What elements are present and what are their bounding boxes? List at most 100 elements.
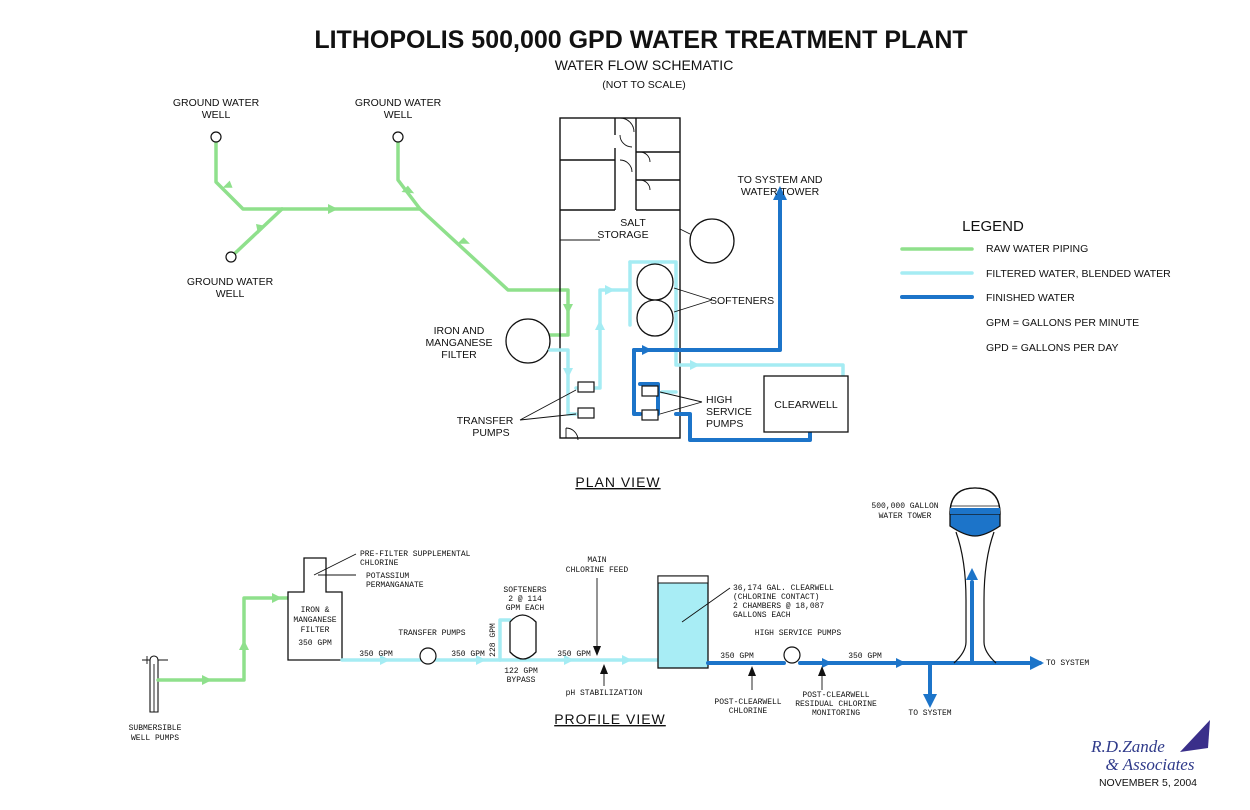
- well-2-icon: [392, 131, 404, 143]
- salt-label-2: STORAGE: [597, 229, 648, 241]
- company-name-line1: R.D.Zande: [1090, 737, 1165, 756]
- iron-filter-label-4: 350 GPM: [298, 639, 332, 648]
- well-pumps-label-2: WELL PUMPS: [131, 734, 179, 743]
- plant-building-plan: [559, 117, 681, 441]
- page-title: LITHOPOLIS 500,000 GPD WATER TREATMENT P…: [314, 26, 967, 54]
- gpm-350-label-1: 350 GPM: [359, 650, 393, 659]
- well-3-icon: [225, 251, 237, 263]
- ph-label: pH STABILIZATION: [566, 689, 643, 698]
- post-res-label-2: RESIDUAL CHLORINE: [795, 700, 877, 709]
- clearwell-profile-label-1: 36,174 GAL. CLEARWELL: [733, 584, 834, 593]
- salt-storage-tank: [689, 218, 735, 264]
- main-cl-label-1: MAIN: [587, 556, 606, 565]
- well-3-label-1: GROUND WATER: [187, 276, 274, 288]
- scale-note: (NOT TO SCALE): [602, 79, 685, 91]
- gpm-350-label-2: 350 GPM: [451, 650, 485, 659]
- legend-finished-label: FINISHED WATER: [986, 292, 1075, 304]
- residual-arrow: [818, 666, 826, 676]
- clearwell-tank-top: [657, 575, 709, 584]
- transfer-pump-2: [577, 407, 595, 419]
- legend: LEGEND RAW WATER PIPING FILTERED WATER, …: [900, 218, 1171, 354]
- to-system-label-2: WATER TOWER: [741, 186, 820, 198]
- company-logo-triangle: [1180, 720, 1210, 752]
- transfer-pump-1: [577, 381, 595, 393]
- clearwell-profile-label-4: GALLONS EACH: [733, 611, 791, 620]
- tower-label-1: 500,000 GALLON: [871, 502, 938, 511]
- softener-vessel: [509, 614, 537, 660]
- high-service-pump-1: [641, 385, 659, 397]
- well-2-label-2: WELL: [384, 109, 413, 121]
- plan-view-label: PLAN VIEW: [575, 474, 660, 490]
- company-name-line2: & Associates: [1106, 755, 1195, 774]
- softeners-profile-label-1: SOFTENERS: [503, 586, 546, 595]
- clearwell-tank: [657, 575, 709, 669]
- softeners-label: SOFTENERS: [710, 295, 774, 307]
- clearwell-leader: [681, 587, 731, 623]
- post-cl-arrow: [748, 666, 756, 676]
- transfer-pump-profile: [419, 647, 437, 665]
- well-1-label-2: WELL: [202, 109, 231, 121]
- iron-label-3: FILTER: [441, 349, 477, 361]
- water-tower: [949, 487, 1001, 664]
- post-cl-label-2: CHLORINE: [729, 707, 768, 716]
- gpm-228-label: 228 GPM: [489, 623, 498, 657]
- clearwell-plan-label: CLEARWELL: [774, 399, 838, 411]
- to-system-profile-label-2: TO SYSTEM: [908, 709, 951, 718]
- gpm-350-label-5: 350 GPM: [848, 652, 882, 661]
- softeners-profile-label-3: GPM EACH: [506, 604, 545, 613]
- softeners-profile-label-2: 2 @ 114: [508, 595, 542, 604]
- softener-tank-2: [636, 299, 674, 337]
- to-system-label-1: TO SYSTEM AND: [738, 174, 823, 186]
- high-label-2: SERVICE: [706, 406, 752, 418]
- well-pumps-label-1: SUBMERSIBLE: [129, 724, 182, 733]
- bypass-label-1: 122 GPM: [504, 667, 538, 676]
- transfer-label-1: TRANSFER: [457, 415, 514, 427]
- legend-raw-label: RAW WATER PIPING: [986, 243, 1088, 255]
- legend-heading: LEGEND: [962, 218, 1024, 235]
- finished-water-piping-plan: [632, 186, 812, 442]
- softeners-leader: [673, 287, 713, 313]
- well-3-label-2: WELL: [216, 288, 245, 300]
- filtered-water-piping-profile: [340, 618, 660, 665]
- iron-filter-label-3: FILTER: [301, 626, 330, 635]
- main-chlorine-arrow: [593, 646, 601, 656]
- raw-water-piping-plan: [214, 138, 573, 337]
- potassium-label-2: PERMANGANATE: [366, 581, 424, 590]
- post-res-label-3: MONITORING: [812, 709, 860, 718]
- legend-filtered-label: FILTERED WATER, BLENDED WATER: [986, 268, 1171, 280]
- well-1-label-1: GROUND WATER: [173, 97, 260, 109]
- bypass-label-2: BYPASS: [507, 676, 536, 685]
- high-pumps-leader: [659, 391, 703, 415]
- iron-filter-tank: [505, 318, 551, 364]
- finished-water-piping-profile: [706, 568, 1044, 708]
- legend-gpm: GPM = GALLONS PER MINUTE: [986, 317, 1139, 329]
- ph-arrow: [600, 664, 608, 674]
- high-service-pump-profile: [783, 646, 801, 664]
- iron-label-1: IRON AND: [434, 325, 485, 337]
- gpm-350-label-3: 350 GPM: [557, 650, 591, 659]
- iron-filter-label-1: IRON &: [301, 606, 330, 615]
- transfer-pumps-profile-label: TRANSFER PUMPS: [398, 629, 465, 638]
- submersible-well-pump: [142, 655, 168, 713]
- iron-label-2: MANGANESE: [425, 337, 492, 349]
- iron-filter-label-2: MANGANESE: [293, 616, 336, 625]
- main-cl-label-2: CHLORINE FEED: [566, 566, 629, 575]
- transfer-pumps-leader: [519, 389, 577, 421]
- gpm-350-label-4: 350 GPM: [720, 652, 754, 661]
- post-res-label-1: POST-CLEARWELL: [802, 691, 869, 700]
- to-system-profile-label-1: TO SYSTEM: [1046, 659, 1089, 668]
- softener-tank-1: [636, 263, 674, 301]
- high-service-pump-2: [641, 409, 659, 421]
- clearwell-profile-label-3: 2 CHAMBERS @ 18,087: [733, 602, 824, 611]
- post-cl-label-1: POST-CLEARWELL: [714, 698, 781, 707]
- clearwell-plan-box: [763, 375, 849, 433]
- tower-label-2: WATER TOWER: [879, 512, 932, 521]
- prefilter-label-2: CHLORINE: [360, 559, 399, 568]
- salt-label-1: SALT: [620, 217, 646, 229]
- well-1-icon: [210, 131, 222, 143]
- company-date: NOVEMBER 5, 2004: [1099, 777, 1197, 789]
- chemical-feed-leaders: [313, 553, 357, 576]
- page-subtitle: WATER FLOW SCHEMATIC: [555, 57, 734, 73]
- high-label-1: HIGH: [706, 394, 732, 406]
